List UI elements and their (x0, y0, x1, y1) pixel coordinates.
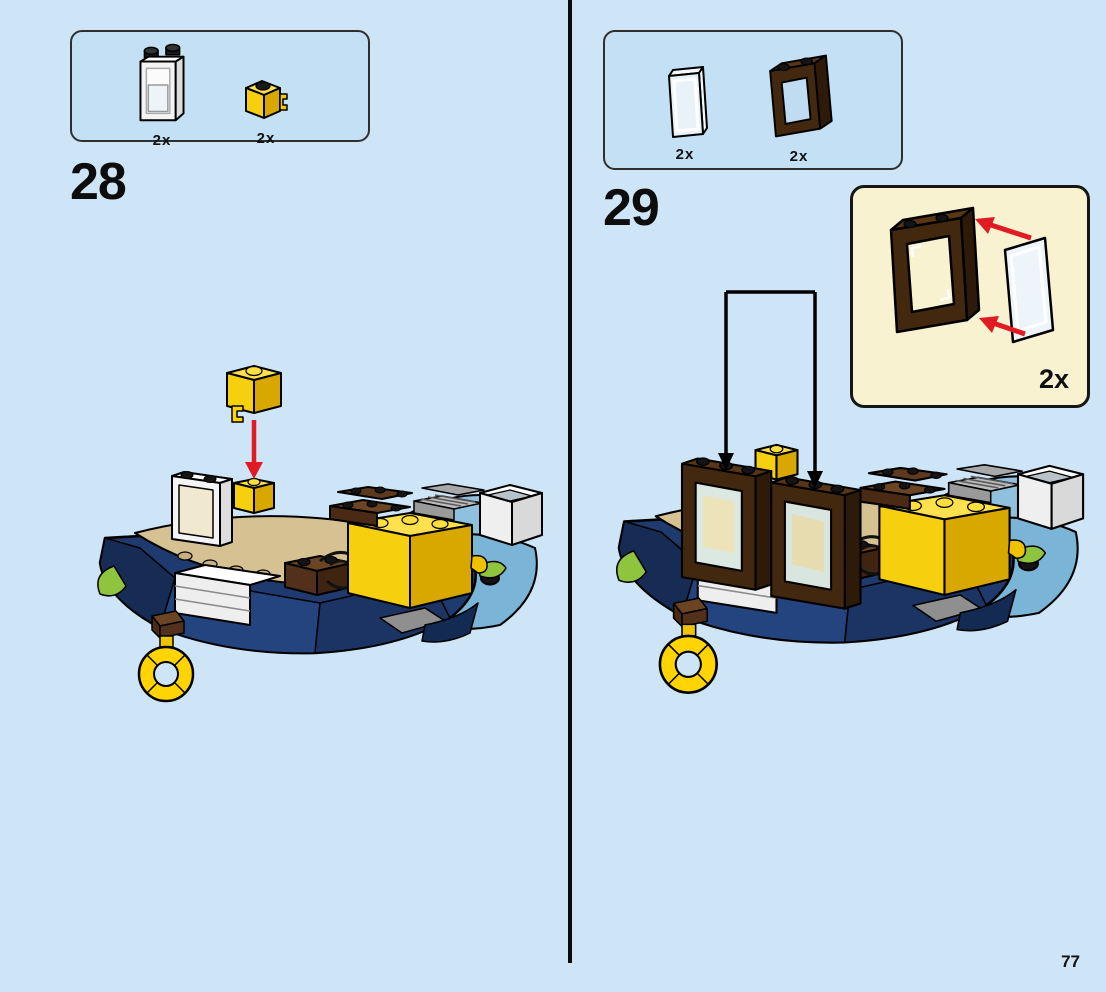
black-guide-lines (718, 290, 823, 488)
part-count: 2x (789, 148, 809, 165)
part-count: 2x (152, 132, 172, 149)
part-window-frame: 2x (757, 46, 841, 165)
step-28-assembly-illustration (96, 365, 544, 703)
step-29-parts-box: 2x 2x (603, 30, 903, 170)
column-divider (568, 0, 572, 963)
step-29-inset-box: 2x (850, 185, 1090, 408)
part-clear-panel: 2x (657, 46, 713, 163)
part-yellow-clip-brick: 2x (238, 42, 294, 147)
step-29-placed-parts (680, 443, 862, 610)
step-28-placed-parts (171, 471, 275, 547)
floating-yellow-clip-brick (226, 365, 282, 423)
page-number: 77 (1061, 952, 1080, 971)
black-arrow-icon (807, 471, 823, 488)
part-white-panel: 2x (130, 42, 194, 149)
red-arrow-icon (975, 217, 1032, 241)
inset-count: 2x (1038, 364, 1069, 394)
white-panel-icon (139, 43, 185, 122)
part-count: 2x (675, 146, 695, 163)
clear-panel-icon (668, 66, 708, 138)
step-29-number: 29 (603, 179, 660, 237)
red-arrow-icon (245, 420, 263, 479)
black-arrow-icon (718, 453, 734, 470)
step-29-assembly-illustration (615, 290, 1085, 695)
brown-window-frame-icon (769, 54, 833, 138)
step-28-number: 28 (70, 153, 127, 211)
red-arrow-icon (979, 316, 1026, 337)
part-count: 2x (256, 130, 276, 147)
yellow-clip-brick-icon (245, 80, 288, 119)
step-28-parts-box: 2x 2x (70, 30, 370, 149)
inset-illustration (889, 206, 1055, 344)
